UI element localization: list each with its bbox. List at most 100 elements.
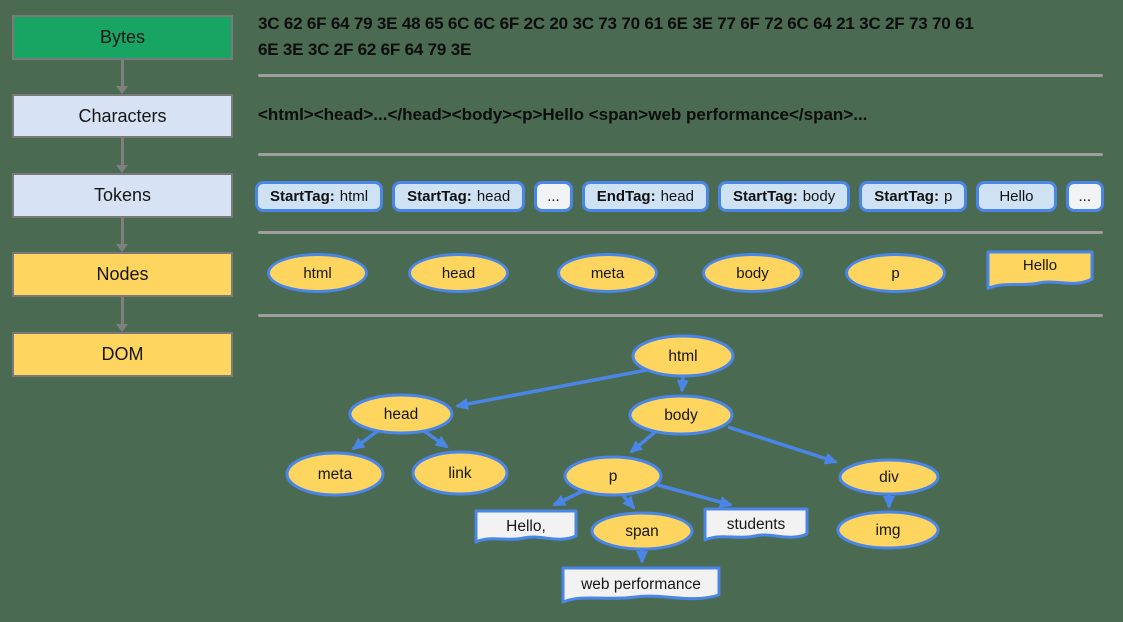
token-label: StartTag:: [732, 188, 798, 205]
dom-node-body-label: body: [664, 407, 698, 424]
dom-text-students-label: students: [727, 516, 786, 533]
node-p: p: [845, 253, 946, 293]
flow-arrow-nodes-to-dom: [116, 297, 129, 332]
tokens-row: StartTag:html StartTag:head ... EndTag:h…: [255, 181, 1115, 212]
bytes-hex-line-2: 6E 3E 3C 2F 62 6F 64 79 3E: [258, 40, 472, 59]
token-value: body: [802, 188, 836, 205]
dom-text-hello-shape: [474, 509, 578, 544]
dom-node-head-shape: [348, 393, 454, 435]
arrow-head-icon: [116, 244, 128, 252]
arrow-line: [121, 60, 124, 87]
characters-markup-text: <html><head>...</head><body><p>Hello <sp…: [258, 105, 868, 124]
token-chip-hello: Hello: [976, 181, 1057, 212]
dom-node-div-label: div: [879, 469, 899, 486]
stage-characters: Characters: [12, 94, 233, 138]
stage-characters-label: Characters: [78, 105, 167, 126]
divider-characters: [258, 153, 1103, 156]
token-value: p: [943, 188, 953, 205]
node-head: head: [408, 253, 509, 293]
stage-tokens-label: Tokens: [93, 185, 152, 205]
arrow-head-icon: [116, 86, 128, 94]
arrow-head-icon: [116, 324, 128, 332]
dom-node-p-shape: [563, 455, 663, 497]
bytes-hex-line-1: 3C 62 6F 64 79 3E 48 65 6C 6C 6F 2C 20 3…: [258, 14, 974, 33]
token-chip-starttag-p: StartTag:p: [859, 181, 968, 212]
divider-nodes: [258, 314, 1103, 317]
token-chip-starttag-html: StartTag:html: [255, 181, 384, 212]
edge-html-head: [455, 368, 648, 410]
node-label: head: [441, 264, 476, 282]
stage-nodes: Nodes: [12, 252, 233, 297]
dom-node-html-label: html: [668, 348, 697, 365]
token-value: Hello: [999, 188, 1034, 205]
edge-html-body: [676, 376, 689, 393]
dom-tree-text-nodes: [474, 507, 809, 604]
dom-node-span-shape: [590, 511, 694, 551]
dom-node-img-shape: [836, 510, 940, 550]
token-chip-starttag-body: StartTag:body: [717, 181, 851, 212]
dom-node-link-label: link: [448, 465, 472, 482]
dom-node-html-shape: [631, 334, 735, 378]
dom-node-body-shape: [628, 394, 734, 436]
flow-arrow-bytes-to-characters: [116, 60, 129, 94]
node-meta: meta: [557, 253, 658, 293]
arrow-line: [121, 138, 124, 166]
wave-box-shape: [986, 250, 1094, 290]
stage-tokens: Tokens: [12, 173, 233, 218]
stage-nodes-label: Nodes: [96, 264, 149, 284]
arrow-head-icon: [116, 165, 128, 173]
dom-text-hello-label: Hello,: [506, 518, 546, 535]
node-html: html: [267, 253, 368, 293]
dom-node-div-shape: [838, 458, 940, 496]
edge-body-div: [727, 425, 838, 465]
token-value: head: [660, 188, 694, 205]
node-label: p: [891, 264, 900, 282]
edge-p-students: [657, 483, 733, 508]
bytes-hex-text: 3C 62 6F 64 79 3E 48 65 6C 6C 6F 2C 20 3…: [258, 11, 1108, 63]
token-value: html: [339, 188, 369, 205]
dom-node-p-label: p: [609, 468, 618, 485]
dom-text-students-shape: [703, 507, 809, 542]
text-node-hello: Hello: [986, 250, 1094, 294]
dom-node-meta-shape: [285, 451, 385, 497]
edge-body-p: [629, 430, 657, 454]
dom-node-meta-label: meta: [318, 466, 353, 483]
dom-tree-edges: [351, 368, 895, 564]
token-label: StartTag:: [270, 188, 335, 205]
stage-bytes: Bytes: [12, 15, 233, 60]
node-body: body: [702, 253, 803, 293]
token-chip-starttag-head: StartTag:head: [392, 181, 526, 212]
token-label: EndTag:: [596, 188, 656, 205]
divider-tokens: [258, 231, 1103, 234]
node-label: html: [303, 264, 332, 282]
edge-head-link: [423, 429, 449, 449]
dom-node-img-label: img: [876, 522, 901, 539]
token-chip-endtag-head: EndTag:head: [581, 181, 709, 212]
edge-head-meta: [351, 428, 381, 451]
token-chip-ellipsis-1: ...: [534, 181, 573, 212]
arrow-line: [121, 297, 124, 325]
node-label: meta: [590, 264, 625, 282]
dom-node-link-shape: [411, 450, 509, 496]
stage-dom-label: DOM: [101, 344, 144, 364]
node-label: body: [736, 264, 769, 282]
dom-text-webperf-shape: [561, 566, 721, 604]
flow-arrow-tokens-to-nodes: [116, 218, 129, 252]
dom-text-webperf-label: web performance: [580, 576, 701, 593]
dom-node-head-label: head: [384, 406, 418, 423]
token-value: ...: [547, 188, 560, 205]
token-value: head: [476, 188, 511, 205]
arrow-line: [121, 218, 124, 245]
stage-bytes-label: Bytes: [99, 27, 146, 47]
dom-node-span-label: span: [625, 523, 659, 540]
token-label: StartTag:: [874, 188, 939, 205]
stage-dom: DOM: [12, 332, 233, 377]
divider-bytes: [258, 74, 1103, 77]
token-label: StartTag:: [407, 188, 472, 205]
token-chip-ellipsis-2: ...: [1065, 181, 1105, 212]
text-node-label: Hello: [1022, 257, 1058, 274]
token-value: ...: [1078, 188, 1092, 205]
dom-tree: html head body meta link p div span img …: [285, 334, 940, 604]
flow-arrow-characters-to-tokens: [116, 138, 129, 173]
